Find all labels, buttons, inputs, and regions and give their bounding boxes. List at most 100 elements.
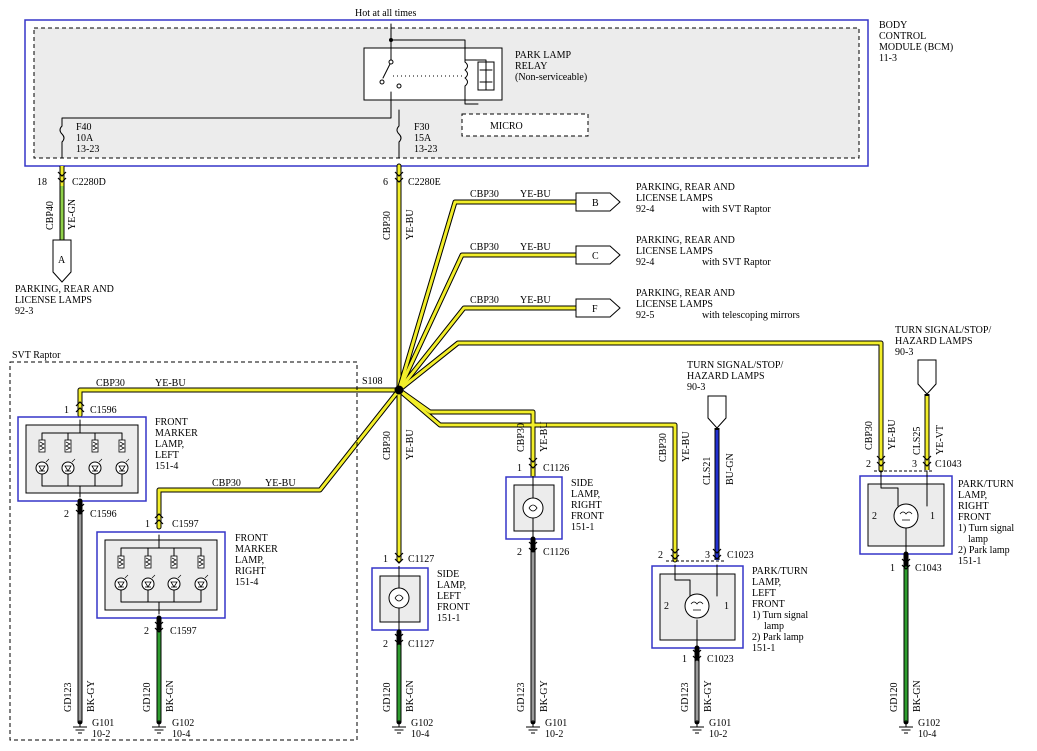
relay-coil: [464, 61, 468, 93]
offpage-f-note: with telescoping mirrors: [702, 310, 800, 321]
pt-right-pin2: 2: [872, 511, 877, 522]
branch-fml-l-circuit: CBP30: [96, 378, 125, 389]
pt-right-label-3: RIGHT: [958, 501, 989, 512]
bcm-junction: [389, 38, 393, 42]
offpage-a: A PARKING, REAR AND LICENSE LAMPS 92-3: [15, 239, 114, 317]
c2280d-name: C2280D: [72, 177, 106, 188]
branch-pt-r-circuit: CBP30: [864, 421, 875, 450]
offpage-f-label-1: PARKING, REAR AND: [636, 288, 735, 299]
g102-c-name: G102: [918, 718, 940, 729]
pt-right-label-6: lamp: [968, 534, 988, 545]
turn-mid-label-1: TURN SIGNAL/STOP/: [687, 360, 783, 371]
c1127-bot-name: C1127: [408, 639, 434, 650]
c1023-top-name: C1023: [727, 550, 754, 561]
offpage-b-label-2: LICENSE LAMPS: [636, 193, 713, 204]
c1043-pin3: 3: [912, 459, 917, 470]
g101-a-name: G101: [92, 718, 114, 729]
pt-left-pin1: 1: [724, 601, 729, 612]
cls21-circuit: CLS21: [702, 457, 713, 485]
c1127-bot-pin: 2: [383, 639, 388, 650]
c1126-top-name: C1126: [543, 463, 569, 474]
c1597-top-pin: 1: [145, 519, 150, 530]
fuse-f40-name: F40: [76, 122, 92, 133]
side-left-label-4: FRONT: [437, 602, 470, 613]
fuse-f30-name: F30: [414, 122, 430, 133]
fuses: [59, 99, 402, 159]
fuse-f40-rating: 10A: [76, 133, 94, 144]
grounds: G101 10-2 G102 10-4 G102 10-4 G101 10-2 …: [72, 718, 940, 740]
gd123-c: GD123: [680, 683, 691, 712]
branch-fml-r-circuit: CBP30: [212, 478, 241, 489]
offpage-f-letter: F: [592, 304, 598, 315]
fml-left-label-1: FRONT: [155, 417, 188, 428]
ground-wires: 2 C1596 2 C1597 2 C1127 2 C1126 1 C1023 …: [63, 498, 942, 725]
fuse-f30-page: 13-23: [414, 144, 437, 155]
offpage-a-label-1: PARKING, REAR AND: [15, 284, 114, 295]
gd120-a: GD120: [142, 683, 153, 712]
side-left-label-2: LAMP,: [437, 580, 466, 591]
side-left-label-3: LEFT: [437, 591, 461, 602]
pt-left-label-7: 2) Park lamp: [752, 632, 804, 643]
relay-label-2: RELAY: [515, 61, 547, 72]
c1023-bot-name: C1023: [707, 654, 734, 665]
fml-right-label-3: LAMP,: [235, 555, 264, 566]
micro-label: MICRO: [490, 121, 523, 132]
pt-left-pin2: 2: [664, 601, 669, 612]
wire-branches: S108 CBP30 YE-BU CBP30 YE-BU CBP30 YE-BU…: [77, 189, 898, 563]
turn-top-label-1: TURN SIGNAL/STOP/: [895, 325, 991, 336]
side-right-label-5: 151-1: [571, 522, 594, 533]
pt-right-pin1: 1: [930, 511, 935, 522]
splice-s108: [394, 385, 404, 395]
offpage-b-note: with SVT Raptor: [702, 204, 771, 215]
hot-at-all-times-label: Hot at all times: [355, 8, 416, 19]
offpage-c: C PARKING, REAR AND LICENSE LAMPS 92-4 w…: [575, 235, 771, 268]
bkgn-a: BK-GN: [165, 680, 176, 712]
svt-raptor-label: SVT Raptor: [12, 350, 61, 361]
c1596-top-name: C1596: [90, 405, 117, 416]
pt-left-label-6: lamp: [764, 621, 784, 632]
pt-left-label-8: 151-1: [752, 643, 775, 654]
c1597-bot-pin: 2: [144, 626, 149, 637]
bcm-label-2: CONTROL: [879, 31, 926, 42]
c1126-bot-name: C1126: [543, 547, 569, 558]
svt-raptor-box: [9, 361, 358, 741]
branch-side-l-circuit: CBP30: [382, 431, 393, 460]
c2280d-pin: 18: [37, 177, 47, 188]
g101-b-name: G101: [545, 718, 567, 729]
pt-right-label-5: 1) Turn signal: [958, 523, 1014, 534]
branch-pt-l-color: YE-BU: [681, 431, 692, 462]
g101-c-page: 10-2: [709, 729, 727, 740]
g101-a-page: 10-2: [92, 729, 110, 740]
cls21-color: BU-GN: [725, 453, 736, 485]
c1043-pin2: 2: [866, 459, 871, 470]
c1023-pin3: 3: [705, 550, 710, 561]
main-circuit: CBP30: [382, 211, 393, 240]
turn-top-label-3: 90-3: [895, 347, 913, 358]
gd123-b: GD123: [516, 683, 527, 712]
c1043-bot-name: C1043: [915, 563, 942, 574]
fml-right-label-1: FRONT: [235, 533, 268, 544]
c1597-top-name: C1597: [172, 519, 199, 530]
offpage-c-note: with SVT Raptor: [702, 257, 771, 268]
gd120-c: GD120: [889, 683, 900, 712]
branch-pt-r-color: YE-BU: [887, 419, 898, 450]
c1043-bot-pin: 1: [890, 563, 895, 574]
gd123-a: GD123: [63, 683, 74, 712]
offpage-c-label-2: LICENSE LAMPS: [636, 246, 713, 257]
c1596-top-pin: 1: [64, 405, 69, 416]
bcm-label-3: MODULE (BCM): [879, 42, 953, 53]
bcm-label-1: BODY: [879, 20, 907, 31]
c2280e-name: C2280E: [408, 177, 441, 188]
fml-left-label-2: MARKER: [155, 428, 198, 439]
c1023-pin2: 2: [658, 550, 663, 561]
offpage-a-letter: A: [58, 255, 66, 266]
branch-fml-r-color: YE-BU: [265, 478, 296, 489]
fml-left-label-5: 151-4: [155, 461, 178, 472]
c1023-bot-pin: 1: [682, 654, 687, 665]
side-right-label-4: FRONT: [571, 511, 604, 522]
bcm-label-4: 11-3: [879, 53, 897, 64]
cbp40-circuit: CBP40: [45, 201, 56, 230]
park-turn-lamp-right-front: 2 3 C1043 2 1 PARK/TURN LAMP, RIGHT FRON…: [859, 455, 1014, 567]
